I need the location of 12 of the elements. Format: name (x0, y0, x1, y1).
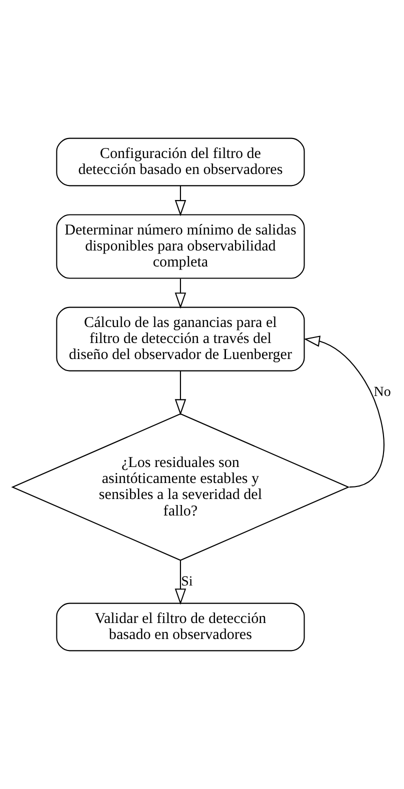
arrow (304, 336, 384, 488)
edge-label: No (374, 385, 391, 400)
node-box: Cálculo de las ganancias para el filtro de detección a través del diseño del observador de Luenberger (56, 306, 305, 372)
arrow (174, 560, 186, 605)
node-box: Configuración del filtro de detección basado en observadores (56, 138, 305, 186)
arrow (174, 371, 186, 416)
arrow (174, 278, 186, 309)
node-box: Determinar número mínimo de salidas disponibles para observabilidad completa (56, 214, 305, 279)
node-box: Validar el filtro de detección basado en observadores (56, 602, 305, 652)
node-diamond: ¿Los residuales son asintóticamente estables y sensibles a la severidad del fallo? (11, 413, 350, 561)
arrow (174, 186, 186, 216)
edge-label: Si (181, 574, 193, 590)
